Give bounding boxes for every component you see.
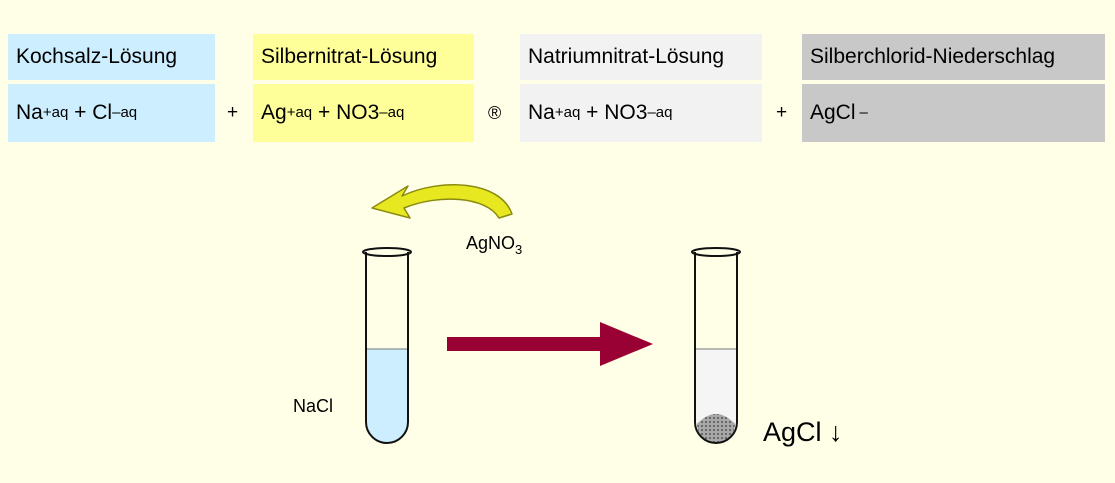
header-natriumnitrat: Natriumnitrat-Lösung [520,34,762,80]
header-silberchlorid: Silberchlorid-Niederschlag [802,34,1105,80]
plus-operator-1: + [227,102,239,123]
no3-symbol: NO3 [604,101,648,124]
equation-kochsalz: Na+aq + Cl–aq [8,84,215,142]
agno3-subscript: 3 [515,242,523,257]
ag-symbol: Ag [261,101,287,124]
no3-symbol: NO3 [336,101,380,124]
test-tube-nacl [362,247,412,444]
nacl-liquid [366,349,408,443]
plus-operator-2: + [776,102,788,123]
plus-inner: + [580,101,605,124]
agcl-precipitate [697,414,735,443]
na-symbol: Na [16,101,43,124]
reaction-arrow-symbol: ® [488,102,502,123]
header-silbernitrat: Silbernitrat-Lösung [253,34,474,80]
plus-inner: + [312,101,337,124]
reaction-arrow [447,322,653,366]
agcl-symbol: AgCl [810,101,856,124]
agcl-precipitate-label: AgCl ↓ [763,417,843,447]
agno3-label: AgNO3 [466,233,523,257]
cl-symbol: Cl [92,101,113,124]
nacl-label: NaCl [293,396,334,416]
plus-inner: + [68,101,93,124]
header-kochsalz: Kochsalz-Lösung [8,34,215,80]
na-symbol: Na [528,101,555,124]
agno3-text: AgNO [466,233,516,253]
pour-arrow [371,184,513,219]
equation-silbernitrat: Ag+aq + NO3–aq [253,84,474,142]
test-tube-agcl [691,247,741,444]
equation-natriumnitrat: Na+aq + NO3–aq [520,84,762,142]
equation-silberchlorid: AgCl– [802,84,1105,142]
